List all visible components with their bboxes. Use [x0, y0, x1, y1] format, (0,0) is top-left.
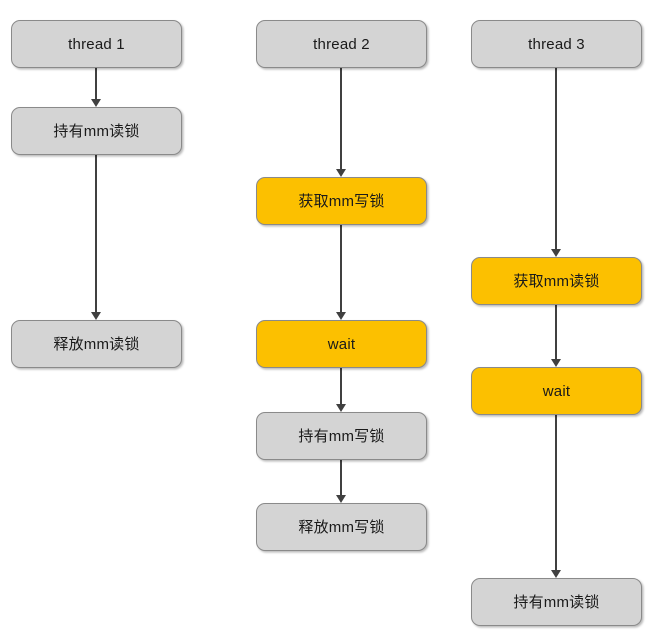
flow-node-t3-n1[interactable]: thread 3	[471, 20, 642, 68]
flow-node-label: 获取mm写锁	[298, 192, 385, 210]
flow-node-t2-n3[interactable]: wait	[256, 320, 427, 368]
arrowhead-icon	[336, 495, 346, 503]
flow-node-t1-n1[interactable]: thread 1	[11, 20, 182, 68]
flow-node-t1-n3[interactable]: 释放mm读锁	[11, 320, 182, 368]
flow-node-t2-n5[interactable]: 释放mm写锁	[256, 503, 427, 551]
arrowhead-icon	[91, 99, 101, 107]
arrow-line	[555, 305, 557, 360]
flow-node-label: 持有mm读锁	[53, 122, 140, 140]
flow-node-t2-n1[interactable]: thread 2	[256, 20, 427, 68]
arrowhead-icon	[336, 169, 346, 177]
arrow-line	[555, 68, 557, 250]
flow-node-label: wait	[542, 382, 571, 400]
flow-node-label: 释放mm写锁	[298, 518, 385, 536]
arrow-line	[340, 368, 342, 405]
arrow-line	[95, 155, 97, 313]
arrow-line	[340, 68, 342, 170]
arrowhead-icon	[91, 312, 101, 320]
arrow-line	[555, 415, 557, 571]
flow-node-label: 持有mm读锁	[513, 593, 600, 611]
flow-node-label: thread 2	[313, 35, 370, 53]
flow-node-t2-n2[interactable]: 获取mm写锁	[256, 177, 427, 225]
flow-node-t3-n4[interactable]: 持有mm读锁	[471, 578, 642, 626]
arrowhead-icon	[336, 312, 346, 320]
flow-node-label: 释放mm读锁	[53, 335, 140, 353]
arrowhead-icon	[551, 359, 561, 367]
arrowhead-icon	[551, 570, 561, 578]
arrowhead-icon	[336, 404, 346, 412]
flow-node-t3-n2[interactable]: 获取mm读锁	[471, 257, 642, 305]
arrowhead-icon	[551, 249, 561, 257]
flow-node-t3-n3[interactable]: wait	[471, 367, 642, 415]
flow-node-label: wait	[327, 335, 356, 353]
arrow-line	[95, 68, 97, 100]
flow-node-label: thread 3	[528, 35, 585, 53]
flow-node-label: thread 1	[68, 35, 125, 53]
flow-node-t2-n4[interactable]: 持有mm写锁	[256, 412, 427, 460]
flow-node-label: 获取mm读锁	[513, 272, 600, 290]
flow-node-label: 持有mm写锁	[298, 427, 385, 445]
arrow-line	[340, 460, 342, 496]
arrow-line	[340, 225, 342, 313]
flow-node-t1-n2[interactable]: 持有mm读锁	[11, 107, 182, 155]
